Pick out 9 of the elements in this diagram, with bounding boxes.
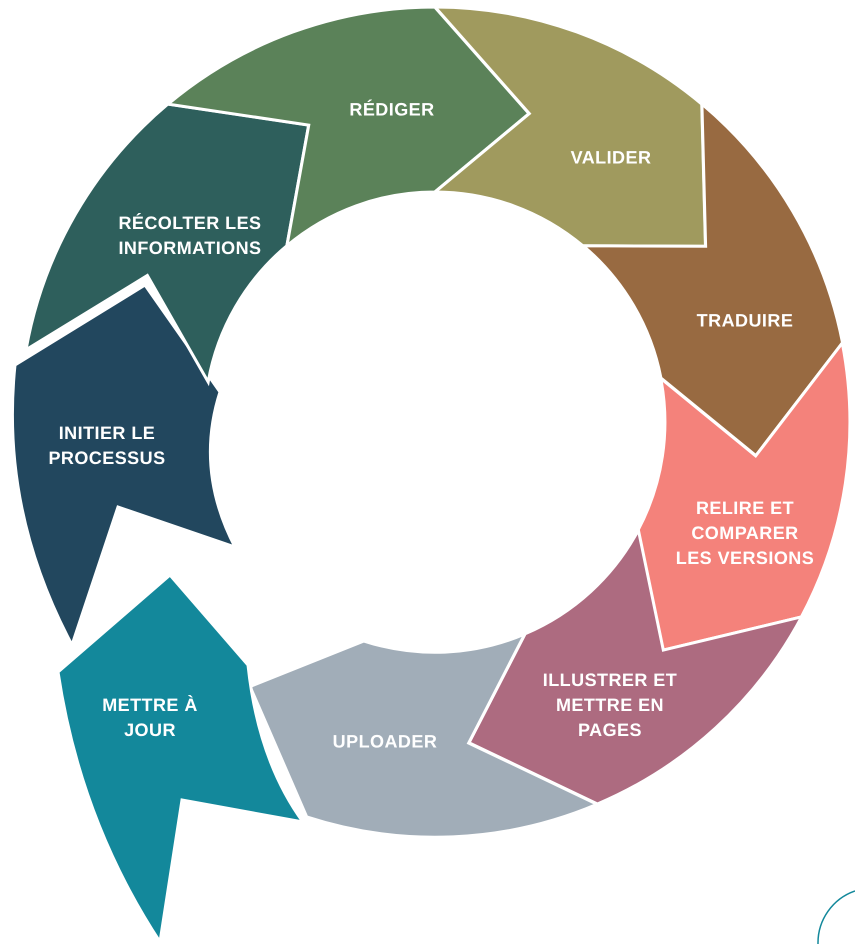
- step-label: TRADUIRE: [696, 309, 794, 332]
- step-label: RÉCOLTER LES INFORMATIONS: [117, 212, 263, 260]
- step-label: ILLUSTRER ET METTRE EN PAGES: [542, 669, 678, 743]
- step-label: VALIDER: [570, 146, 652, 170]
- step-label: INITIER LE PROCESSUS: [47, 422, 167, 470]
- step-label: UPLOADER: [332, 730, 438, 754]
- step-label: METTRE À JOUR: [101, 694, 199, 742]
- step-label: RÉDIGER: [348, 98, 436, 122]
- step-label: RELIRE ET COMPARER LES VERSIONS: [674, 497, 815, 571]
